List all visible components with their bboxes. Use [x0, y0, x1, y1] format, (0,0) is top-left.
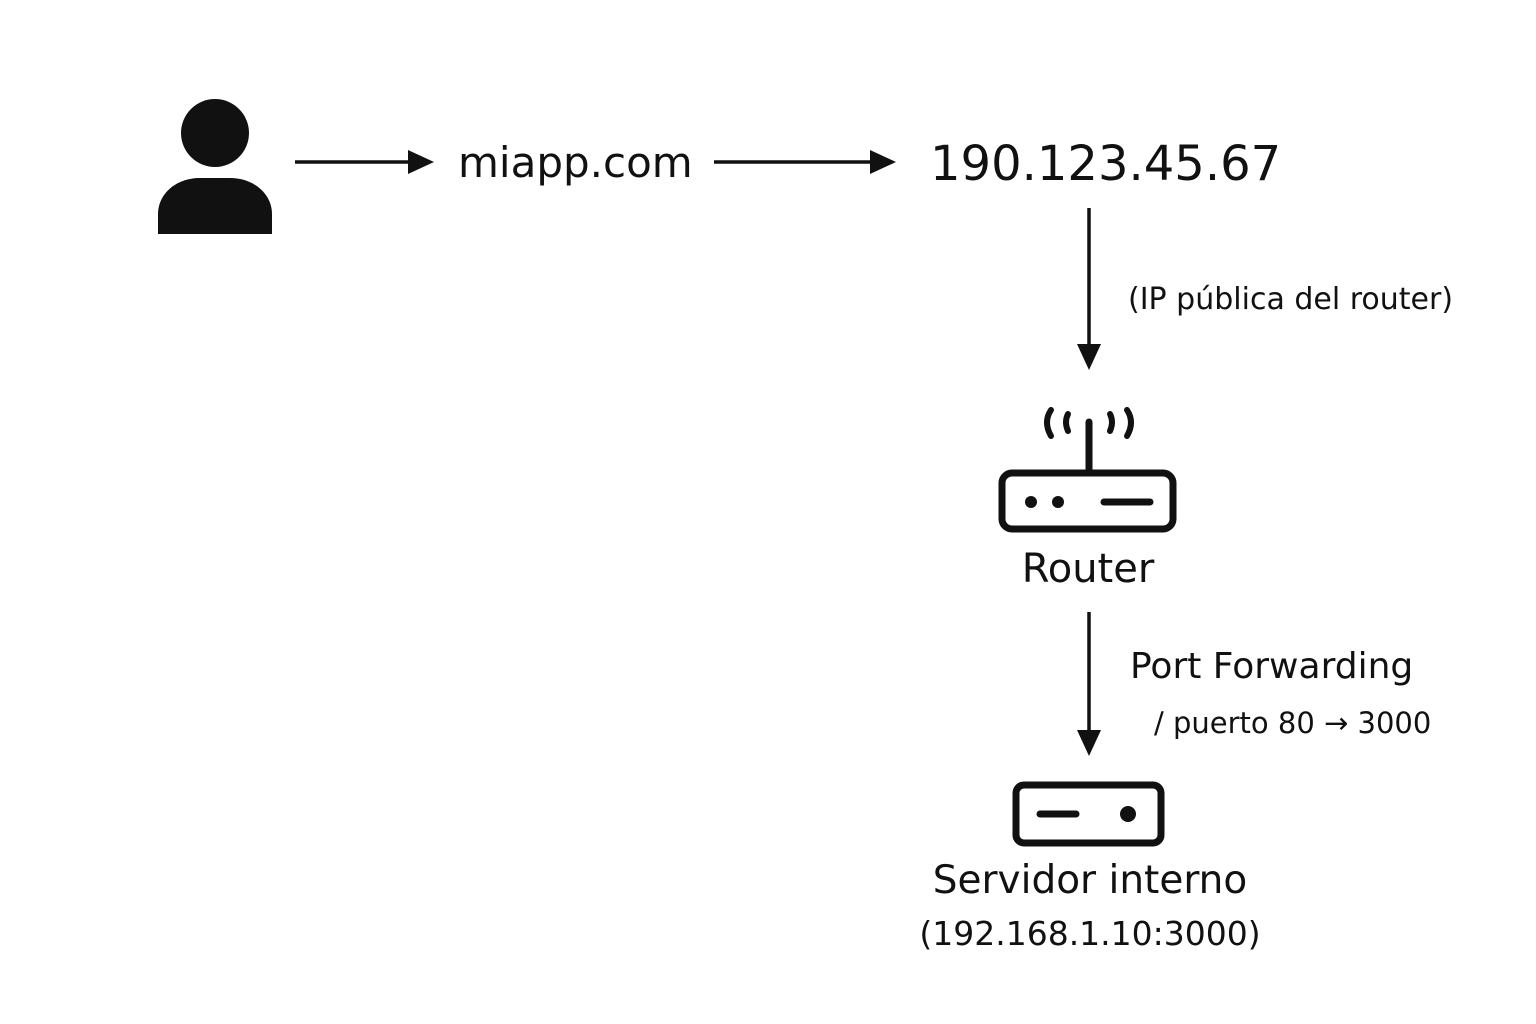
- arrow-domain-to-ip: [714, 150, 896, 174]
- public-ip-note: (IP pública del router): [1128, 282, 1454, 317]
- port-forwarding-detail: / puerto 80 → 3000: [1154, 706, 1432, 740]
- router-label: Router: [1021, 546, 1155, 592]
- server-label: Servidor interno: [932, 858, 1248, 903]
- router-icon: [998, 407, 1177, 533]
- domain-label: miapp.com: [458, 138, 693, 187]
- arrow-router-to-server: [1077, 612, 1101, 756]
- user-icon: [158, 99, 272, 234]
- port-forwarding-label: Port Forwarding: [1130, 646, 1414, 687]
- arrow-ip-to-router: [1077, 208, 1101, 370]
- public-ip-label: 190.123.45.67: [930, 136, 1282, 192]
- server-icon: [1012, 781, 1165, 847]
- server-address: (192.168.1.10:3000): [919, 914, 1261, 953]
- arrow-user-to-domain: [295, 150, 434, 174]
